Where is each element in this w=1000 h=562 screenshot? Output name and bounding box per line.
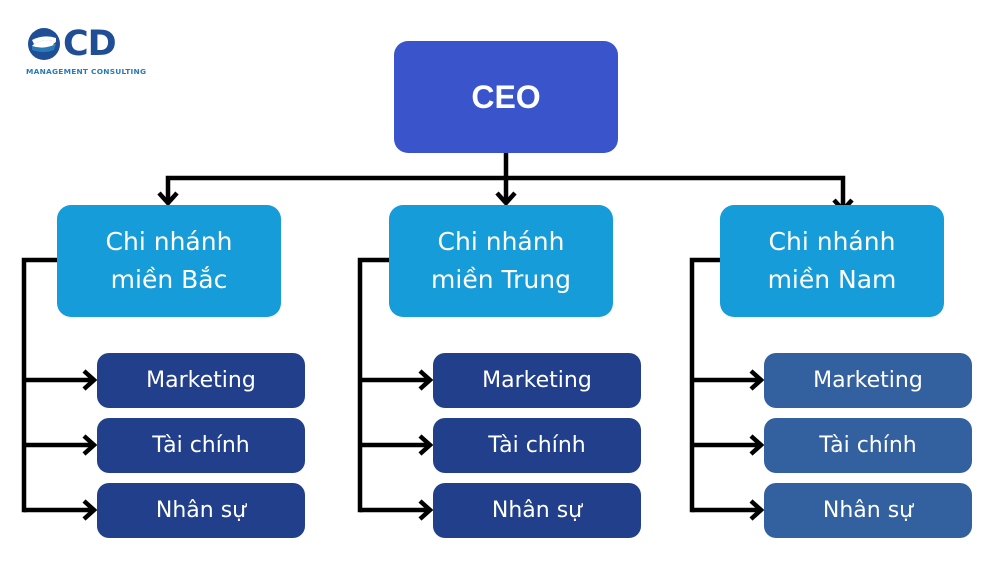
dept-box-hr[interactable]: Nhân sự	[97, 483, 305, 538]
branch-label-line1: Chi nhánh	[105, 227, 233, 256]
dept-box-finance[interactable]: Tài chính	[97, 418, 305, 473]
arrow-right-icon	[82, 434, 98, 456]
branch-label-line2: miền Bắc	[110, 265, 228, 294]
arrow-right-icon	[418, 434, 434, 456]
department-bracket-line	[21, 257, 60, 513]
department-bracket-line	[357, 257, 392, 513]
arrow-down-icon	[157, 191, 179, 207]
dept-box-hr[interactable]: Nhân sự	[433, 483, 641, 538]
logo-mark: CD	[26, 24, 117, 64]
dept-label: Tài chính	[488, 433, 586, 458]
branch-box-central[interactable]: Chi nhánh miền Trung	[389, 205, 613, 317]
dept-label: Tài chính	[819, 433, 917, 458]
branch-label: Chi nhánh miền Trung	[431, 223, 571, 299]
dept-box-hr[interactable]: Nhân sự	[764, 483, 972, 538]
dept-label: Marketing	[482, 368, 592, 393]
dept-label: Marketing	[146, 368, 256, 393]
branch-label-line2: miền Trung	[431, 265, 571, 294]
arrow-right-icon	[418, 499, 434, 521]
dept-box-marketing[interactable]: Marketing	[764, 353, 972, 408]
logo-letters: CD	[63, 24, 117, 64]
ceo-box[interactable]: CEO	[394, 41, 618, 153]
arrow-right-icon	[749, 369, 765, 391]
branch-box-north[interactable]: Chi nhánh miền Bắc	[57, 205, 281, 317]
arrow-right-icon	[82, 369, 98, 391]
dept-label: Nhân sự	[155, 498, 247, 523]
ceo-label: CEO	[471, 78, 541, 115]
dept-label: Marketing	[813, 368, 923, 393]
dept-box-finance[interactable]: Tài chính	[433, 418, 641, 473]
arrow-right-icon	[82, 499, 98, 521]
arrow-down-icon	[495, 191, 517, 207]
swoosh-s-icon	[28, 28, 60, 60]
arrow-right-icon	[418, 369, 434, 391]
dept-label: Nhân sự	[491, 498, 583, 523]
branch-label-line1: Chi nhánh	[437, 227, 565, 256]
branch-label: Chi nhánh miền Nam	[768, 223, 897, 299]
arrow-right-icon	[749, 499, 765, 521]
branch-label-line2: miền Nam	[767, 265, 897, 294]
branch-label: Chi nhánh miền Bắc	[106, 223, 233, 299]
dept-box-marketing[interactable]: Marketing	[97, 353, 305, 408]
dept-label: Nhân sự	[822, 498, 914, 523]
company-logo: CD MANAGEMENT CONSULTING	[26, 26, 146, 82]
logo-subtitle: MANAGEMENT CONSULTING	[26, 67, 147, 76]
dept-box-finance[interactable]: Tài chính	[764, 418, 972, 473]
branch-label-line1: Chi nhánh	[768, 227, 896, 256]
dept-box-marketing[interactable]: Marketing	[433, 353, 641, 408]
branch-box-south[interactable]: Chi nhánh miền Nam	[720, 205, 944, 317]
branch-bus-line	[165, 175, 846, 213]
department-bracket-line	[689, 257, 723, 513]
arrow-right-icon	[749, 434, 765, 456]
dept-label: Tài chính	[152, 433, 250, 458]
